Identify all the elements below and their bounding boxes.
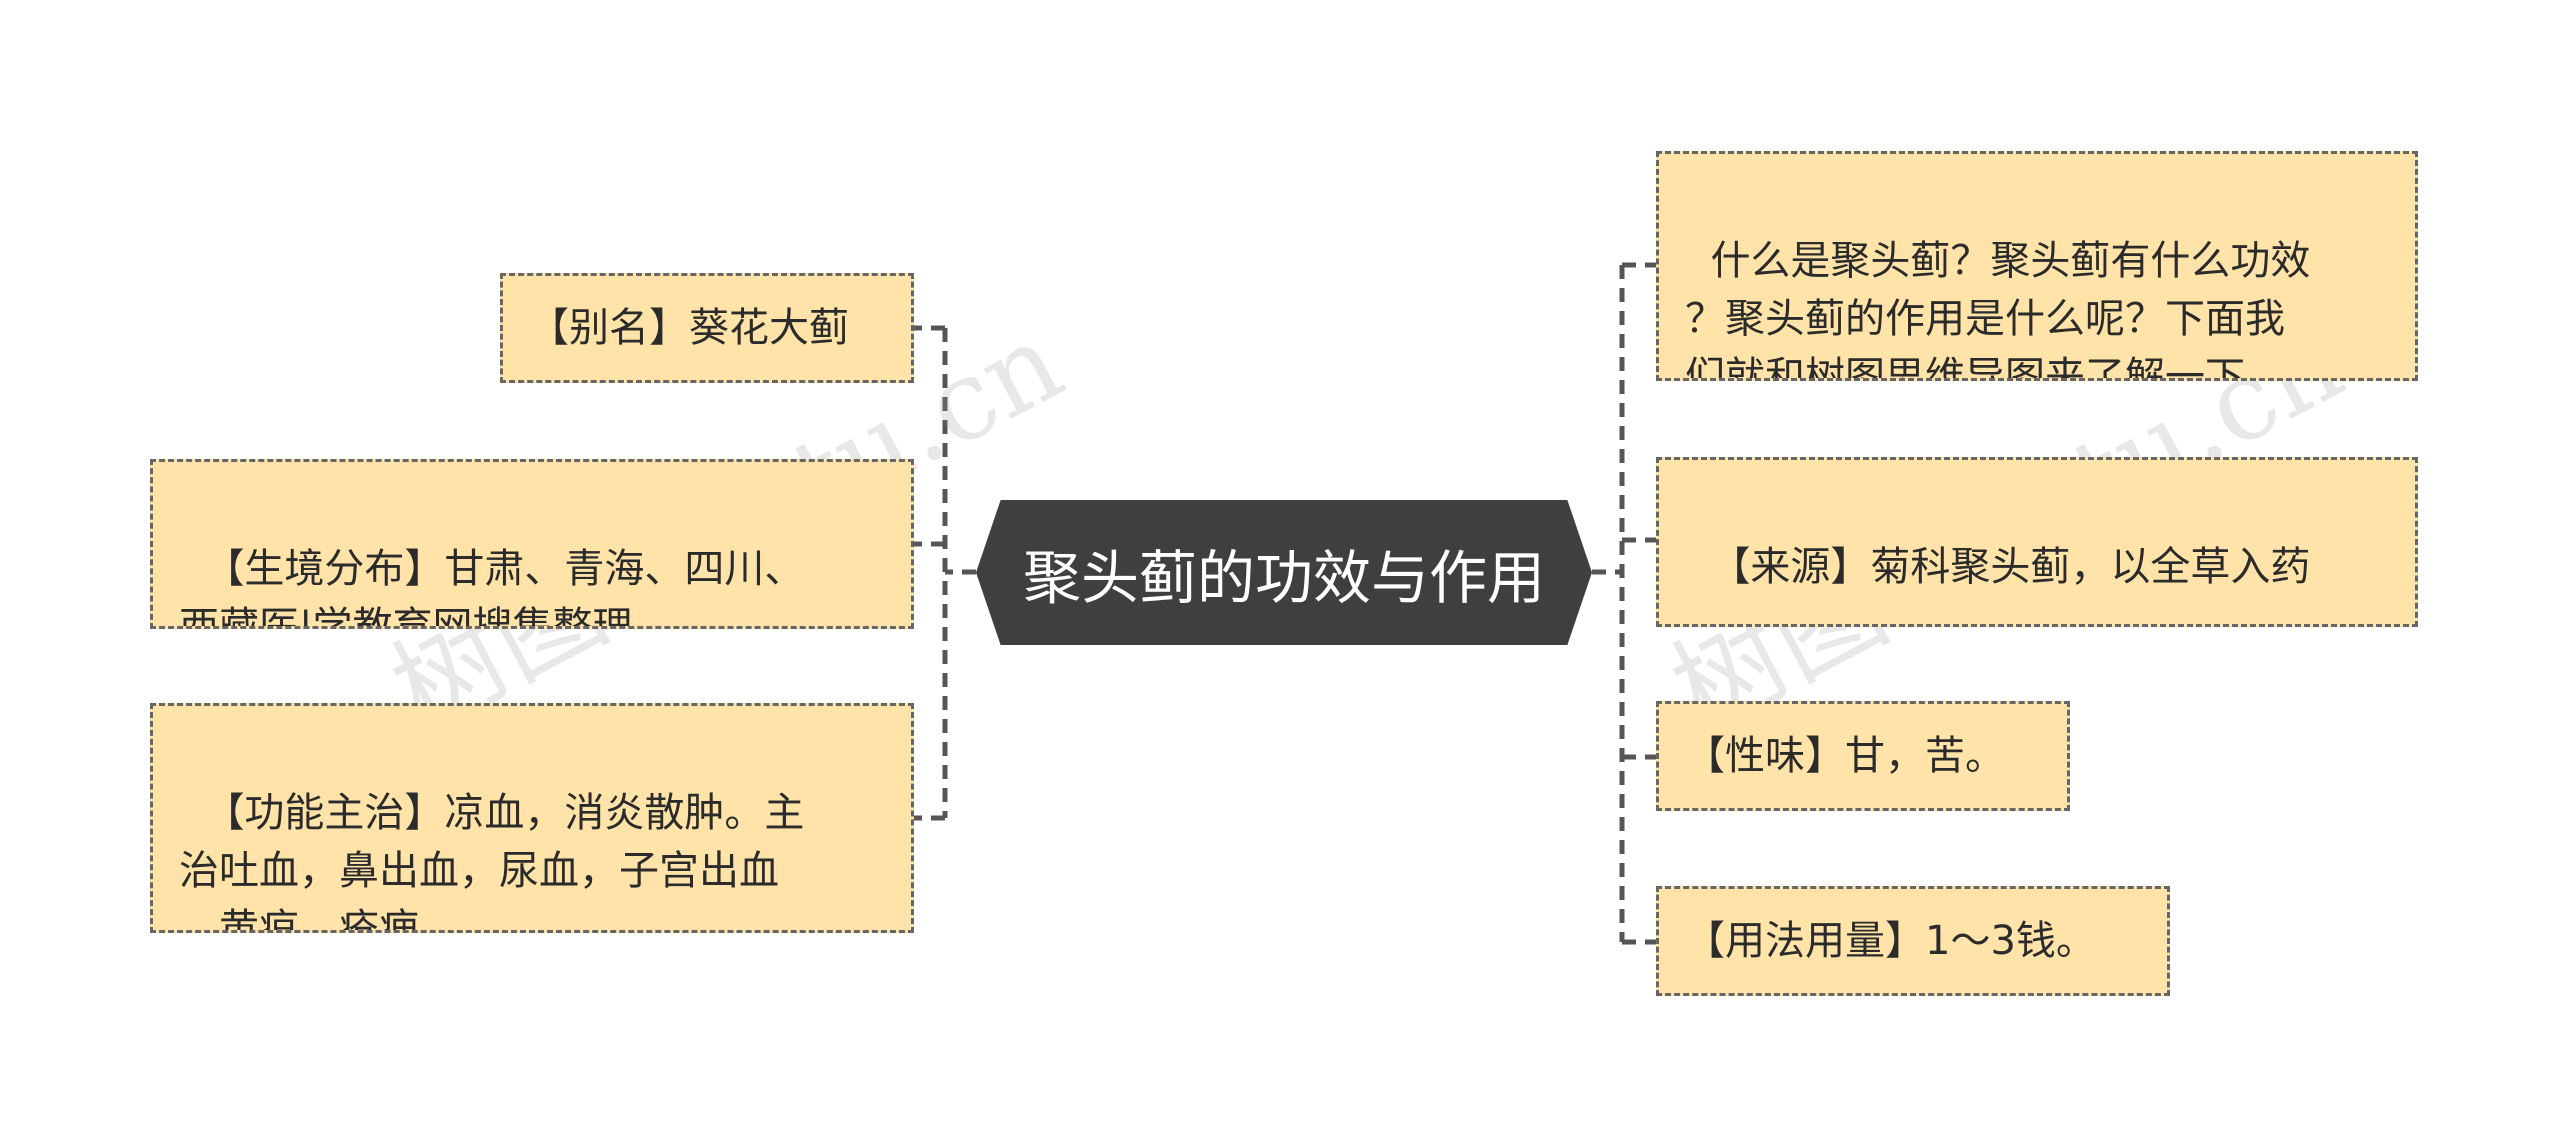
branch-node-text: 【别名】葵花大蓟 (529, 305, 849, 351)
branch-node-text: 【生境分布】甘肃、青海、四川、 西藏医|学教育网搜集整理。 (179, 546, 805, 629)
branch-node-taste[interactable]: 【性味】甘，苦。 (1656, 701, 2070, 811)
branch-node-text: 【用法用量】1～3钱。 (1685, 918, 2096, 964)
branch-node-text: 【功能主治】凉血，消炎散肿。主 治吐血，鼻出血，尿血，子宫出血 ，黄疸，疮痈。 (179, 790, 805, 933)
branch-node-text: 【性味】甘，苦。 (1685, 733, 2005, 779)
central-topic-label: 聚头蓟的功效与作用 (1022, 543, 1545, 612)
branch-node-intro[interactable]: 什么是聚头蓟？聚头蓟有什么功效 ？聚头蓟的作用是什么呢？下面我 们就和树图思维导… (1656, 151, 2418, 381)
branch-node-dosage[interactable]: 【用法用量】1～3钱。 (1656, 886, 2170, 996)
central-topic[interactable]: 聚头蓟的功效与作用 (976, 500, 1592, 645)
branch-node-habitat[interactable]: 【生境分布】甘肃、青海、四川、 西藏医|学教育网搜集整理。 (150, 459, 914, 629)
branch-node-source[interactable]: 【来源】菊科聚头蓟，以全草入药 。 (1656, 457, 2418, 627)
branch-node-text: 【来源】菊科聚头蓟，以全草入药 。 (1685, 544, 2311, 627)
branch-node-text: 什么是聚头蓟？聚头蓟有什么功效 ？聚头蓟的作用是什么呢？下面我 们就和树图思维导… (1685, 238, 2311, 381)
branch-node-indications[interactable]: 【功能主治】凉血，消炎散肿。主 治吐血，鼻出血，尿血，子宫出血 ，黄疸，疮痈。 (150, 703, 914, 933)
branch-node-alias[interactable]: 【别名】葵花大蓟 (500, 273, 914, 383)
